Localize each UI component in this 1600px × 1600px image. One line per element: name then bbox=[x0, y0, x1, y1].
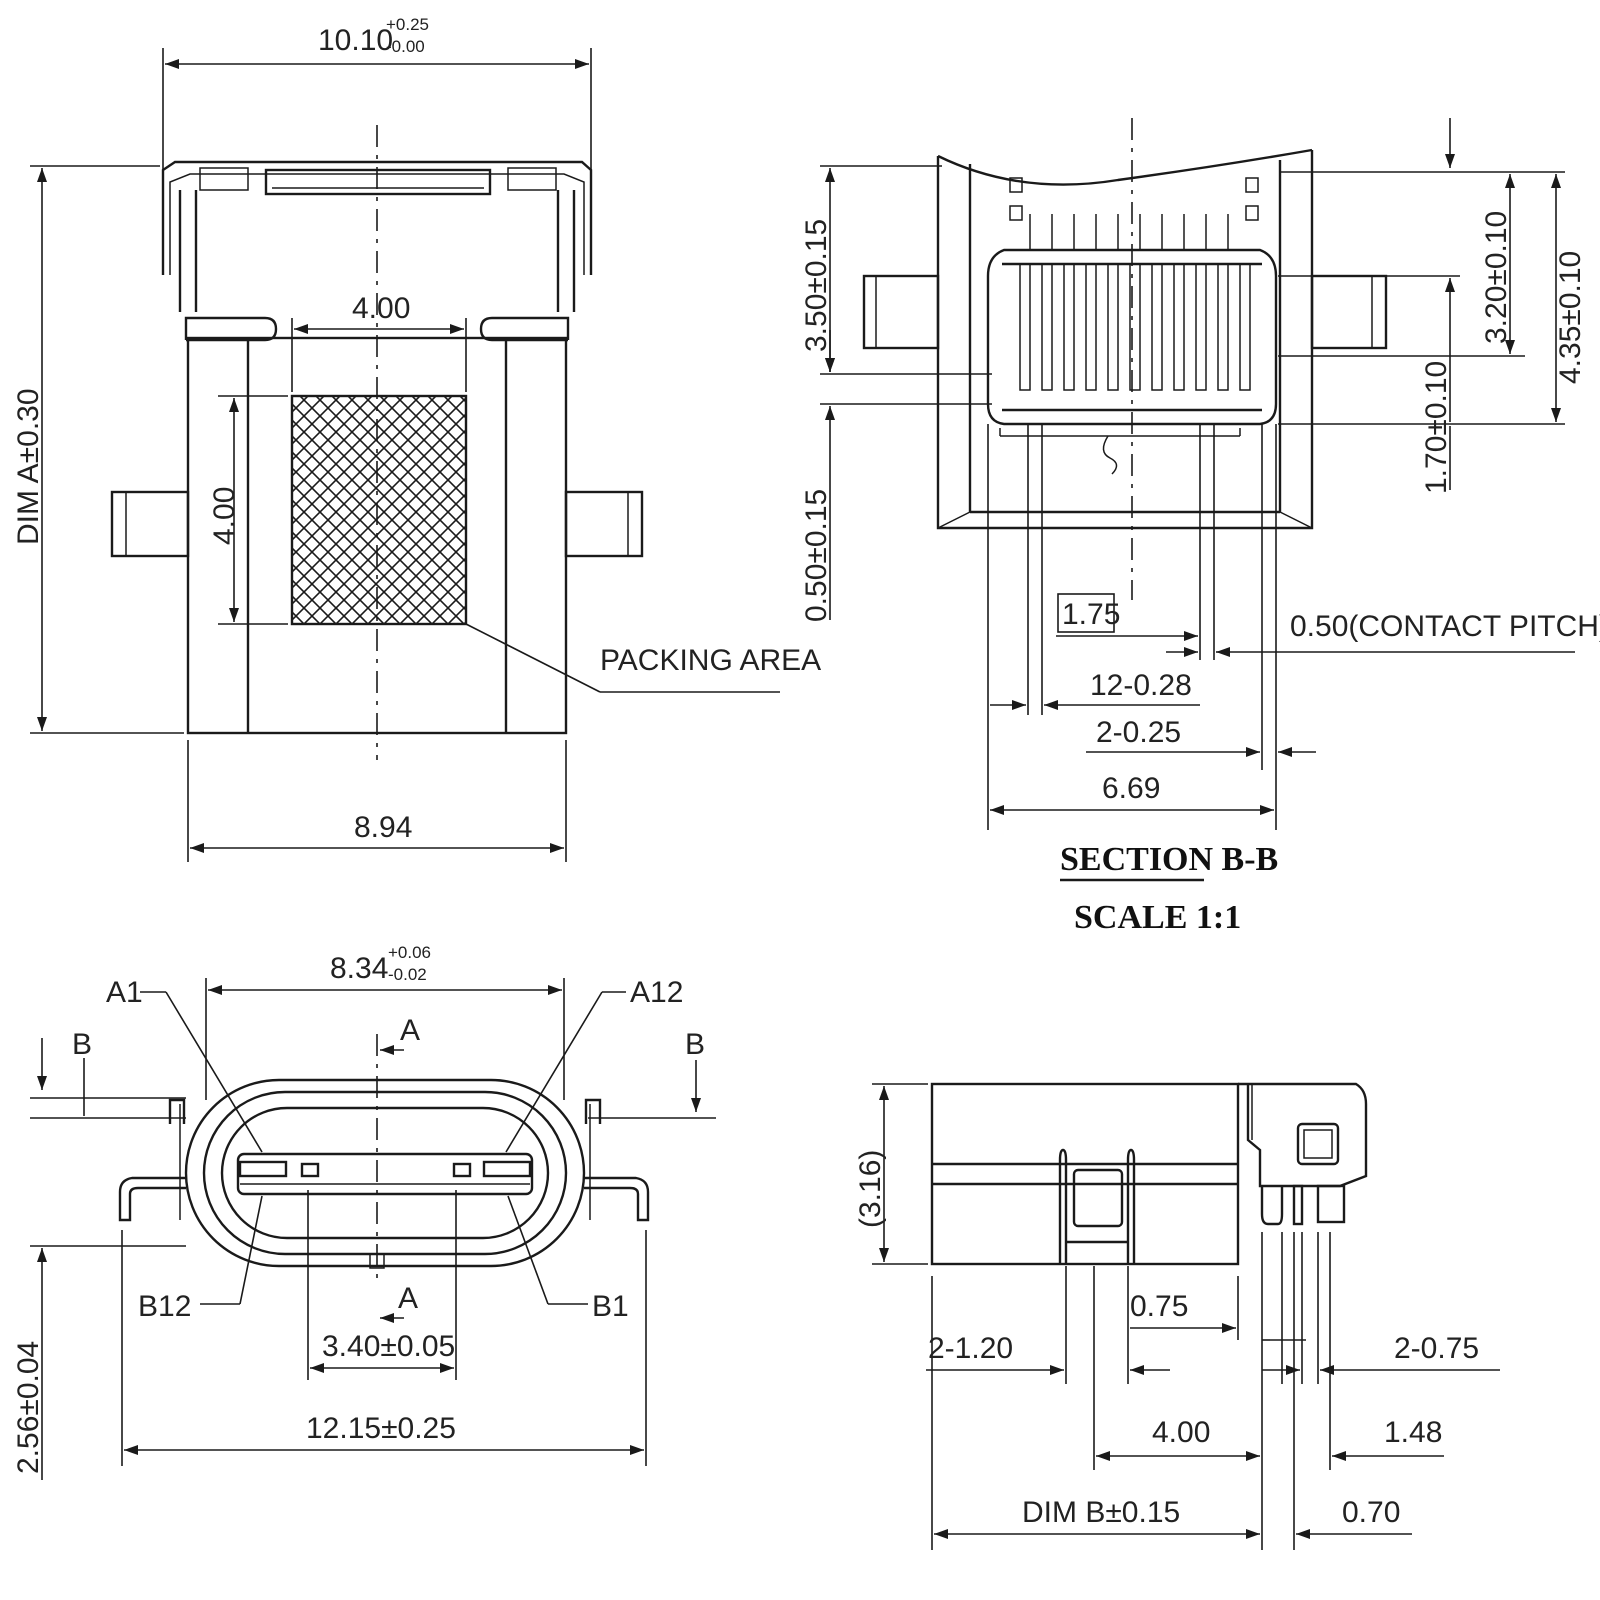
body-width-dim: 8.94 bbox=[354, 811, 412, 844]
side-body bbox=[930, 1082, 1240, 1266]
section-right-block bbox=[1310, 274, 1388, 350]
dim-b: DIM B±0.15 bbox=[1022, 1496, 1180, 1529]
dim-2-1-20: 2-1.20 bbox=[928, 1332, 1013, 1365]
contact-pitch: 0.50(CONTACT PITCH) bbox=[1290, 610, 1600, 643]
tongue bbox=[236, 1152, 534, 1196]
dim-2-56: 2.56±0.04 bbox=[12, 1341, 45, 1474]
pin-a12-pad bbox=[482, 1160, 532, 1178]
top-width-tol-plus: +0.25 bbox=[386, 15, 429, 34]
dim-2-0-75: 2-0.75 bbox=[1394, 1332, 1479, 1365]
dim-12-0-28: 12-0.28 bbox=[1090, 669, 1192, 702]
dim-4-35: 4.35±0.10 bbox=[1554, 251, 1587, 384]
dim-0-50: 0.50±0.15 bbox=[800, 489, 833, 622]
side-view: (3.16) 0.75 2-1.20 2-0.75 4.00 1.48 bbox=[854, 1082, 1500, 1550]
top-width-tol-minus: -0.00 bbox=[386, 37, 425, 56]
label-a-top: A bbox=[400, 1014, 420, 1047]
dim-1-75: 1.75 bbox=[1062, 598, 1120, 631]
break-line bbox=[937, 148, 1313, 186]
right-tab bbox=[564, 490, 644, 558]
top-width-dim: 10.10 bbox=[318, 24, 393, 57]
front-width-tol-minus: -0.02 bbox=[388, 965, 427, 984]
dim-1-48: 1.48 bbox=[1384, 1416, 1442, 1449]
dim-2-0-25: 2-0.25 bbox=[1096, 716, 1181, 749]
dim-1-70: 1.70±0.10 bbox=[1420, 361, 1453, 494]
label-b12: B12 bbox=[138, 1290, 191, 1323]
contact-block bbox=[986, 248, 1278, 426]
dim-4-00: 4.00 bbox=[1152, 1416, 1210, 1449]
dim-0-70: 0.70 bbox=[1342, 1496, 1400, 1529]
dim-3-50: 3.50±0.15 bbox=[800, 219, 833, 352]
label-b-left: B bbox=[72, 1028, 92, 1061]
label-a1: A1 bbox=[106, 976, 143, 1009]
dim-3-16: (3.16) bbox=[854, 1150, 887, 1228]
label-a12: A12 bbox=[630, 976, 683, 1009]
top-slot bbox=[264, 168, 492, 196]
dim-3-20: 3.20±0.10 bbox=[1480, 211, 1513, 344]
left-tab bbox=[110, 490, 190, 558]
packing-width-dim: 4.00 bbox=[352, 292, 410, 325]
packing-height-dim: 4.00 bbox=[208, 487, 241, 545]
dim-12-15: 12.15±0.25 bbox=[306, 1412, 456, 1445]
top-view: 10.10 +0.25 -0.00 4.00 bbox=[12, 15, 821, 862]
pin-a1-pad bbox=[238, 1160, 288, 1178]
side-shell bbox=[1238, 1082, 1368, 1188]
shell-outline bbox=[161, 160, 593, 275]
front-width-dim: 8.34 bbox=[330, 952, 388, 985]
inner-shell bbox=[202, 1090, 568, 1256]
dim-0-75: 0.75 bbox=[1130, 1290, 1188, 1323]
side-window bbox=[1296, 1122, 1340, 1166]
front-view: 8.34 +0.06 -0.02 B B A bbox=[12, 943, 716, 1480]
outer-shell bbox=[184, 1078, 586, 1268]
front-width-tol-plus: +0.06 bbox=[388, 943, 431, 962]
dim-a: DIM A±0.30 bbox=[12, 388, 45, 545]
packing-area-label: PACKING AREA bbox=[600, 644, 821, 677]
dim-6-69: 6.69 bbox=[1102, 772, 1160, 805]
packing-area bbox=[290, 394, 468, 626]
boxed-dim-1-75 bbox=[1057, 593, 1115, 633]
label-a-bottom: A bbox=[398, 1282, 418, 1315]
label-b1: B1 bbox=[592, 1290, 629, 1323]
section-scale: SCALE 1:1 bbox=[1074, 899, 1241, 936]
dim-3-40: 3.40±0.05 bbox=[322, 1330, 455, 1363]
section-view: 3.50±0.15 0.50±0.15 3.20±0.10 4.35±0.10 … bbox=[800, 118, 1600, 936]
side-tab bbox=[1072, 1168, 1124, 1228]
section-title: SECTION B-B bbox=[1060, 841, 1278, 878]
section-left-block bbox=[862, 274, 940, 350]
label-b-right: B bbox=[685, 1028, 705, 1061]
